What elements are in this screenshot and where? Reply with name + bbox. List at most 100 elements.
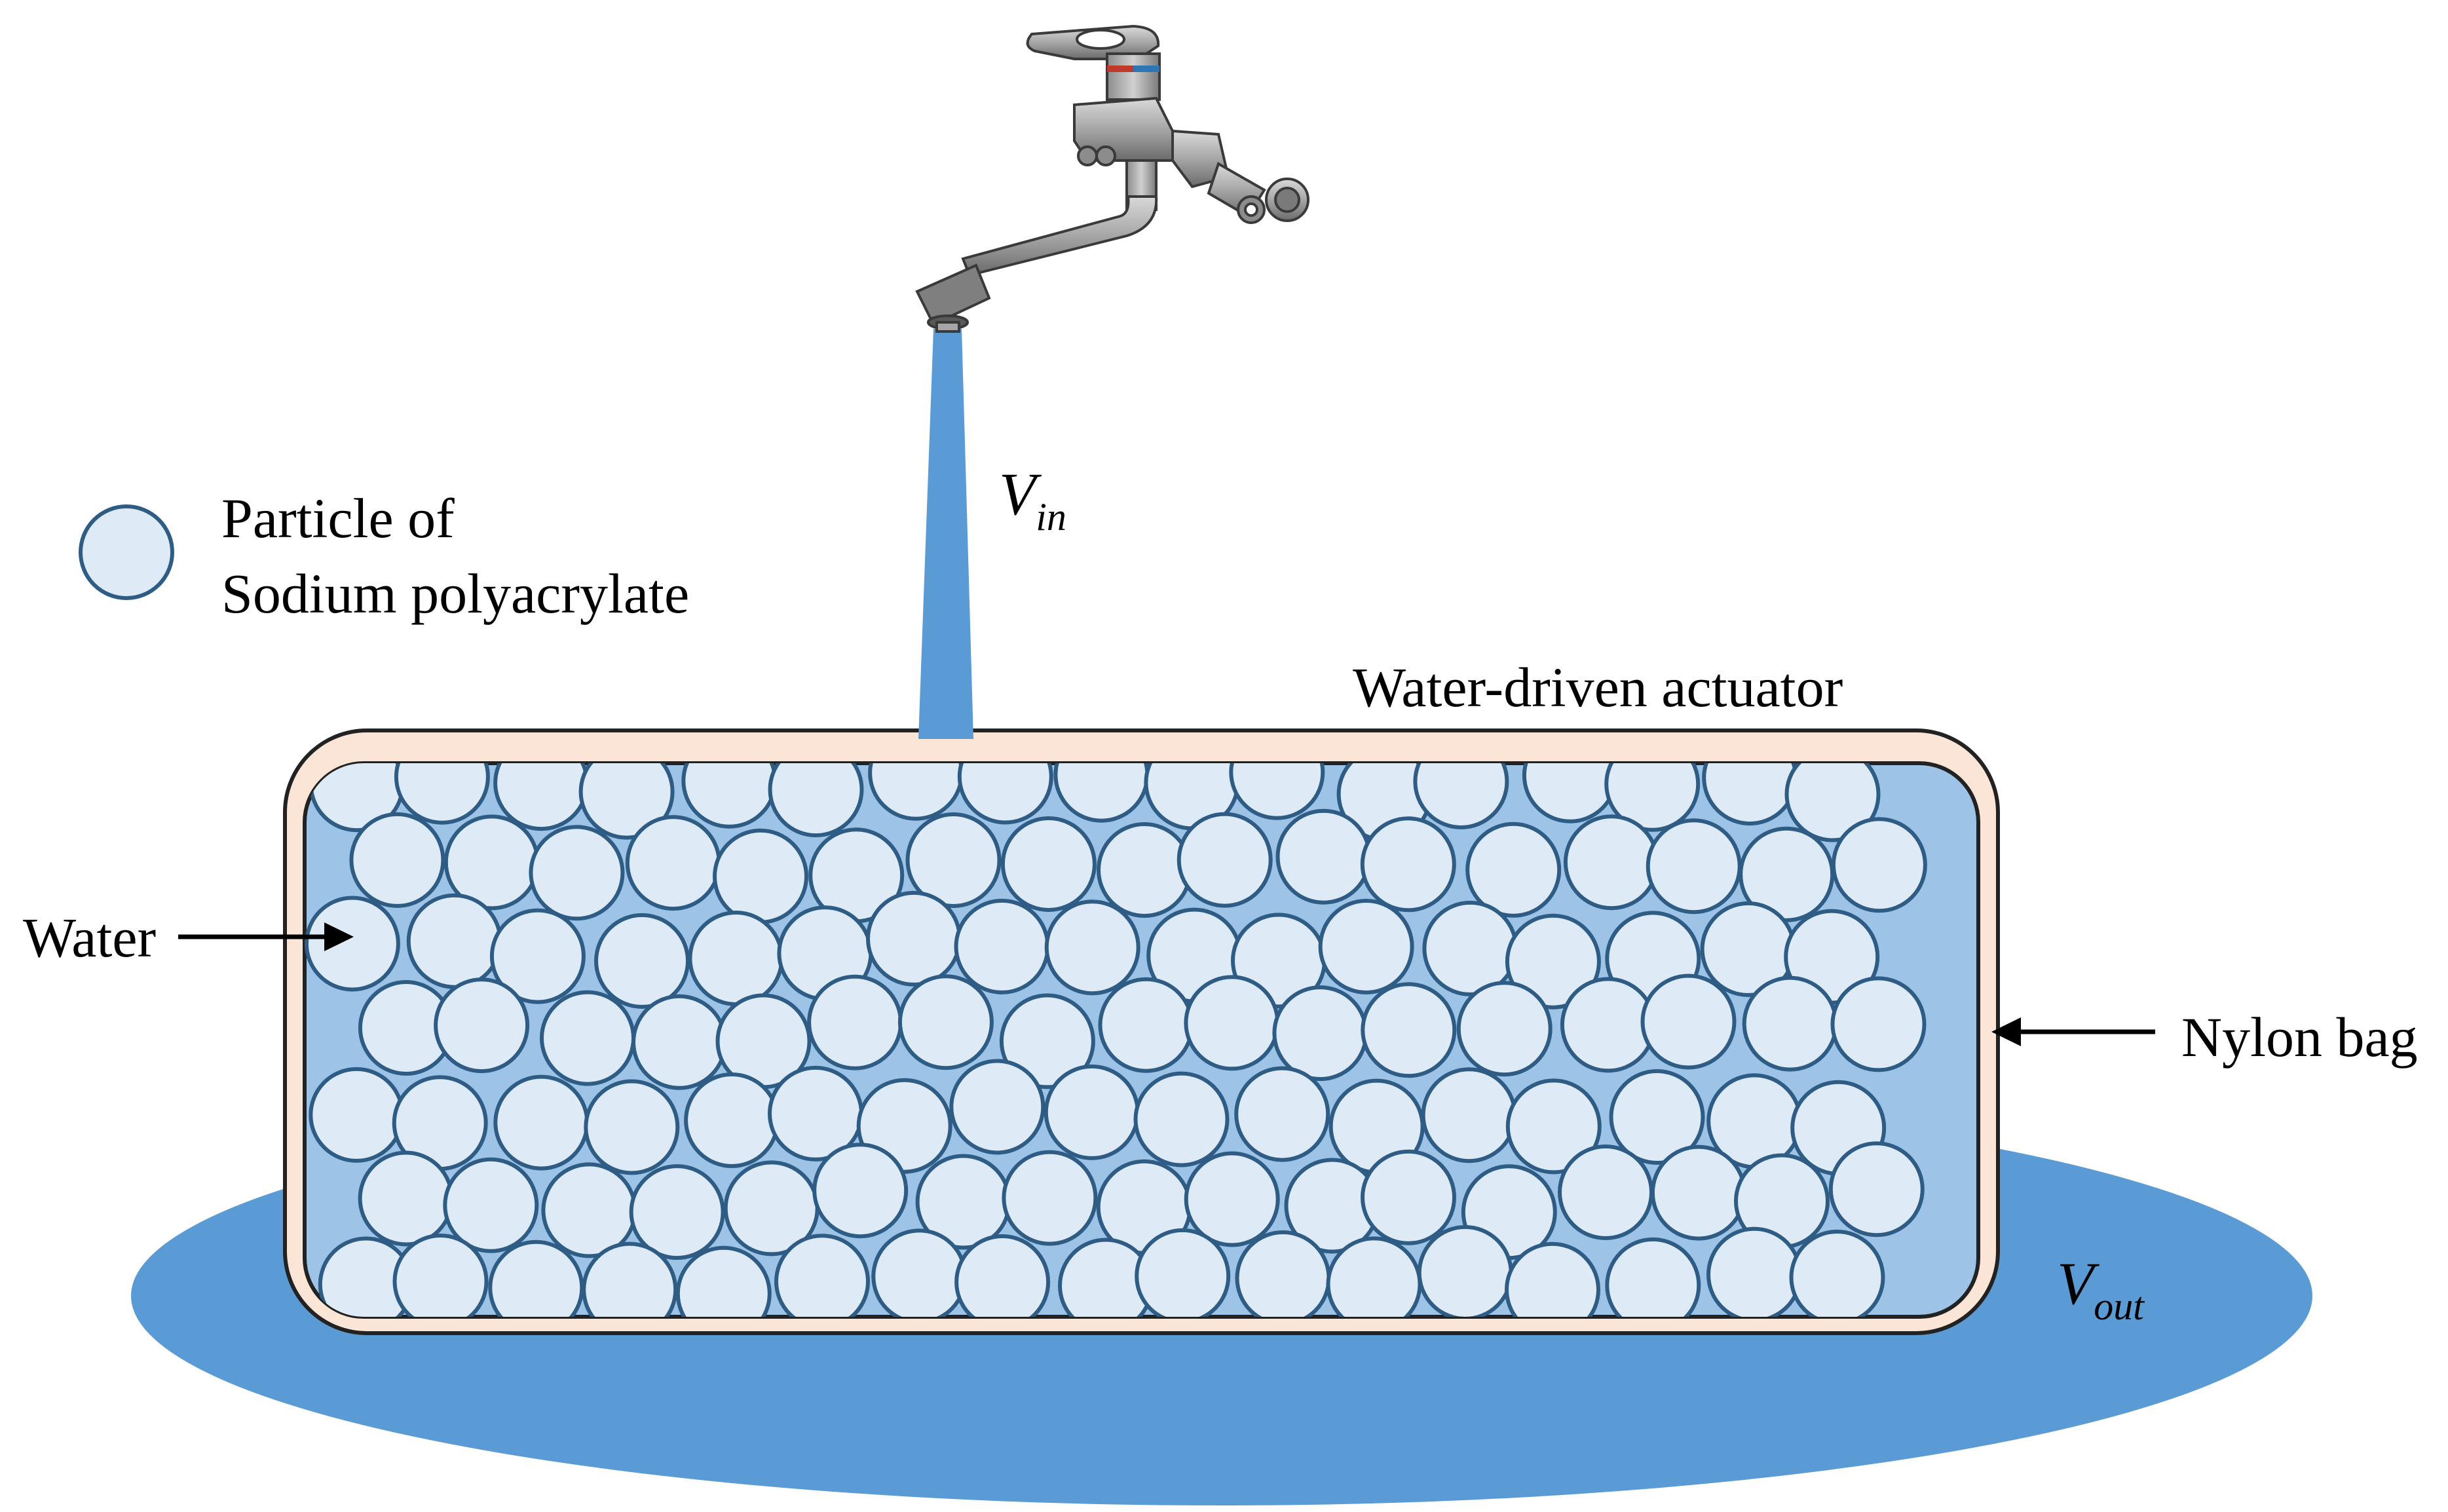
particle-icon [443,1157,539,1253]
particle-group [305,763,1927,1317]
particle-icon [1706,1226,1802,1317]
particle-icon [629,1164,725,1260]
vin-base: V [999,461,1042,527]
particle-icon [1604,763,1701,832]
particle-icon [584,1079,680,1175]
particle-icon [1789,1230,1885,1317]
vout-label: Vout [2057,1250,2145,1328]
particle-icon [1560,977,1656,1073]
legend-label-line2: Sodium polyacrylate [221,562,689,625]
particle-icon [540,990,635,1086]
particle-icon [949,1059,1045,1155]
particle-icon [1609,1069,1705,1165]
particle-icon [1422,900,1518,996]
particle-icon [434,977,530,1074]
vout-base: V [2057,1250,2100,1317]
particle-icon [1361,982,1457,1078]
particle-icon [1831,817,1927,913]
particle-icon [394,763,490,825]
vout-sub: out [2094,1285,2145,1328]
particle-icon [1505,913,1601,1010]
particle-icon [684,1072,780,1168]
nylon-bag-label: Nylon bag [2181,1006,2418,1068]
particle-icon [1000,816,1097,912]
particle-icon [1044,1064,1140,1160]
vin-sub: in [1036,495,1066,539]
inflow-stream [918,329,973,739]
particle-icon [1235,1230,1331,1317]
water-label: Water [23,906,156,969]
particle-icon [1640,973,1737,1070]
particle-icon [1558,1144,1653,1240]
particle-icon [1133,1071,1230,1167]
particle-icon [1417,1225,1513,1317]
particle-icon [1505,1241,1600,1317]
particle-icon [1421,1067,1517,1163]
particle-icon [774,1234,870,1317]
particle-icon [999,993,1095,1089]
particle-icon [1563,814,1659,911]
particle-icon [1650,1144,1746,1241]
particle-icon [957,763,1053,825]
particle-icon [713,828,808,924]
particle-icon [309,1067,405,1163]
particle-icon [688,911,784,1006]
particle-icon [493,1074,590,1171]
particle-icon [807,974,903,1070]
particle-icon [625,815,721,911]
particle-icon [1739,826,1835,922]
particle-icon [1177,812,1273,908]
particle-icon [954,1234,1051,1317]
particle-icon [349,812,445,908]
particle-icon [1326,1236,1422,1317]
particle-icon [582,1241,678,1317]
particle-icon [541,1162,637,1258]
particle-icon [305,896,400,992]
particle-icon [905,812,1002,908]
particle-icon [1097,822,1192,918]
particle-icon [1413,763,1509,829]
particle-icon [406,893,502,989]
vin-label: Vin [999,461,1066,539]
particle-icon [1234,1066,1330,1162]
particle-icon [897,974,994,1070]
particle-icon [1098,977,1194,1073]
particle-icon [954,898,1050,994]
actuator-label: Water-driven actuator [1353,656,1843,719]
particle-icon [1830,976,1927,1072]
nylon-bag-arrow [1991,1017,2155,1046]
particle-icon [1505,1078,1602,1175]
particle-icon [1275,808,1372,905]
particle-icon [1002,1150,1098,1246]
particle-icon [866,890,962,987]
particle-icon [529,825,625,921]
particle-icon [594,913,690,1009]
particle-icon [1784,763,1881,842]
particle-icon [1361,1149,1456,1245]
particle-icon [675,1245,772,1317]
particle-icon [1135,1228,1231,1317]
particle-icon [1605,1237,1701,1317]
particle-icon [1184,975,1280,1071]
legend-label-line1: Particle of [221,487,455,550]
particle-icon [392,1234,489,1317]
particle-icon [358,1150,454,1247]
particle-icon [812,1143,909,1239]
particle-icon [1184,1151,1280,1247]
particle-icon [578,763,675,840]
particle-icon [1044,899,1140,996]
particle-icon [1229,763,1325,820]
particle-icon [489,908,586,1004]
particle-icon [1360,816,1456,913]
particle-icon [1272,985,1368,1082]
particle-icon [871,1228,968,1317]
particle-icon [1456,981,1553,1077]
particle-icon [631,994,727,1090]
water-arrow [178,922,354,951]
legend-particle-icon [79,504,174,600]
particle-icon [768,763,864,838]
particle-icon [1318,899,1414,994]
particle-icon [1742,975,1838,1072]
particle-icon [1646,818,1742,915]
